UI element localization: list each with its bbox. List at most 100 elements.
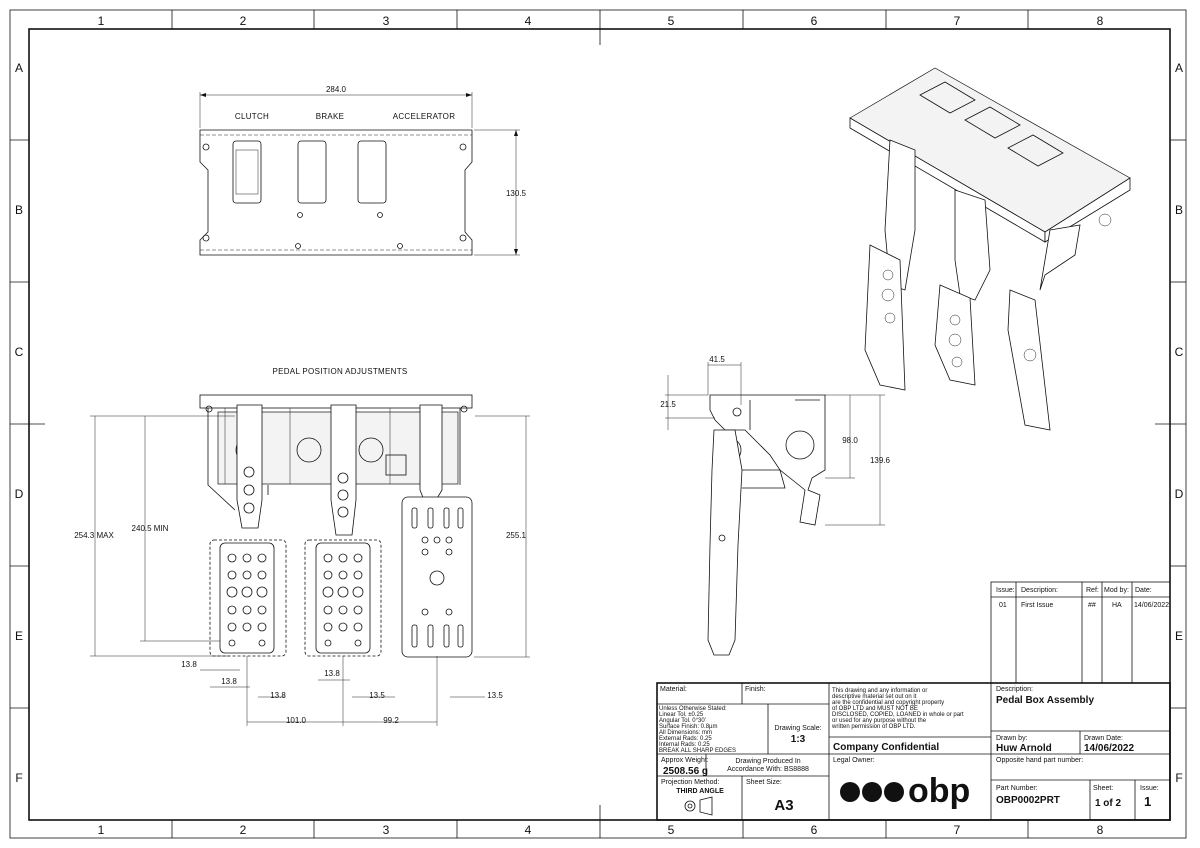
issue-value: 1 [1144, 794, 1151, 809]
rev-row-description: First Issue [1021, 602, 1053, 609]
title-block: Material: Finish: Unless Otherwise State… [656, 682, 1171, 821]
notice-line: or used for any purpose without the [832, 718, 927, 724]
zone-col-4-top: 4 [525, 14, 532, 28]
zone-row-d-right: D [1175, 487, 1184, 501]
rev-header-ref: Ref: [1086, 587, 1099, 594]
dim-side-left: 21.5 [660, 400, 676, 409]
sheet-size-label: Sheet Size: [746, 779, 782, 786]
isometric-view [849, 67, 1131, 431]
dim-clutch-brake-spacing: 101.0 [286, 716, 307, 725]
tolerance-line: BREAK ALL SHARP EDGES [659, 748, 736, 754]
zone-col-8-bottom: 8 [1097, 823, 1104, 837]
projection-label: Projection Method: [661, 779, 719, 786]
obp-logo: obp [840, 772, 970, 810]
brake-pedal-pad [304, 539, 382, 657]
notice-line: This drawing and any information or [832, 688, 927, 694]
dim-clutch-offset-3: 13.8 [270, 691, 286, 700]
sheet-label: Sheet: [1093, 785, 1113, 792]
opposite-hand-label: Opposite hand part number: [996, 757, 1083, 764]
weight-value: 2508.56 g [663, 766, 708, 777]
dim-brake-offset-2: 13.5 [369, 691, 385, 700]
zone-row-e-right: E [1175, 629, 1183, 643]
scale-label: Drawing Scale: [774, 725, 821, 732]
accelerator-pedal-pad [401, 496, 473, 658]
zone-row-a-left: A [15, 61, 23, 75]
top-view: 284.0 130.5 CLUTCH BRAKE ACCELERATOR [199, 85, 527, 256]
zone-row-e-left: E [15, 629, 23, 643]
zone-col-7-top: 7 [954, 14, 961, 28]
zone-col-4-bottom: 4 [525, 823, 532, 837]
dim-brake-accel-spacing: 99.2 [383, 716, 399, 725]
tolerance-line: Linear Tol. ±0.25 [659, 712, 704, 718]
notice-line: descriptive material set out on it [832, 694, 917, 700]
tolerance-line: Unless Otherwise Stated: [659, 706, 727, 712]
standard-line-1: Drawing Produced In [735, 758, 800, 765]
drawn-date-label: Drawn Date: [1084, 735, 1123, 742]
part-number-label: Part Number: [996, 785, 1038, 792]
zone-col-7-bottom: 7 [954, 823, 961, 837]
zone-row-f-right: F [1175, 771, 1182, 785]
logo-text: obp [908, 772, 970, 810]
zone-row-a-right: A [1175, 61, 1183, 75]
tolerance-line: Surface Finish: 0.8µm [659, 724, 717, 730]
zone-row-c-right: C [1175, 345, 1184, 359]
drawing-frame: 1 2 3 4 5 6 7 8 1 2 3 4 5 6 7 8 A B C D … [9, 9, 1187, 839]
notice-line: are the confidential and copyright prope… [832, 700, 944, 706]
dim-clutch-offset-2: 13.8 [221, 677, 237, 686]
notice-line: of OBP LTD and MUST NOT BE [832, 706, 918, 712]
drawn-by-value: Huw Arnold [996, 743, 1052, 754]
front-view: PEDAL POSITION ADJUSTMENTS [74, 367, 530, 726]
zone-col-3-bottom: 3 [383, 823, 390, 837]
dim-brake-offset-1: 13.8 [324, 669, 340, 678]
rev-row-date: 14/06/2022 [1134, 602, 1169, 609]
clutch-pedal-pad [209, 539, 287, 657]
projection-value: THIRD ANGLE [676, 788, 724, 795]
dim-max-height: 254.3 MAX [74, 531, 114, 540]
label-accelerator: ACCELERATOR [393, 112, 456, 121]
zone-row-b-left: B [15, 203, 23, 217]
standard-line-2: Accordance With: BS8888 [727, 766, 809, 773]
description-label: Description: [996, 686, 1033, 693]
dim-accel-height: 255.1 [506, 531, 527, 540]
zone-col-6-top: 6 [811, 14, 818, 28]
zone-col-8-top: 8 [1097, 14, 1104, 28]
zone-row-b-right: B [1175, 203, 1183, 217]
zone-col-5-top: 5 [668, 14, 675, 28]
dim-plate-height: 130.5 [506, 189, 527, 198]
zone-row-d-left: D [15, 487, 24, 501]
rev-header-date: Date: [1135, 587, 1152, 594]
side-view: 41.5 21.5 98.0 139.6 [660, 355, 891, 656]
tolerance-notes: Unless Otherwise Stated: Linear Tol. ±0.… [659, 706, 736, 754]
label-clutch: CLUTCH [235, 112, 269, 121]
confidential-notice: This drawing and any information or desc… [831, 688, 964, 730]
zone-col-1-top: 1 [98, 14, 105, 28]
third-angle-projection-icon [684, 796, 713, 816]
rev-row-mod-by: HA [1112, 602, 1122, 609]
issue-label: Issue: [1140, 785, 1159, 792]
zone-row-f-left: F [15, 771, 22, 785]
dim-side-right: 139.6 [870, 456, 891, 465]
zone-col-2-bottom: 2 [240, 823, 247, 837]
scale-value: 1:3 [791, 734, 806, 745]
zone-col-1-bottom: 1 [98, 823, 105, 837]
rev-header-description: Description: [1021, 587, 1058, 594]
tolerance-line: External Rads: 0.25 [659, 736, 712, 742]
zone-col-2-top: 2 [240, 14, 247, 28]
drawn-by-label: Drawn by: [996, 735, 1028, 742]
part-number-value: OBP0002PRT [996, 795, 1060, 806]
dim-overall-width: 284.0 [326, 85, 347, 94]
sheet-value: 1 of 2 [1095, 798, 1122, 809]
dim-clutch-offset-1: 13.8 [181, 660, 197, 669]
rev-row-ref: ## [1088, 602, 1096, 609]
company-confidential: Company Confidential [833, 742, 939, 753]
description-value: Pedal Box Assembly [996, 695, 1094, 706]
label-brake: BRAKE [316, 112, 345, 121]
zone-col-5-bottom: 5 [668, 823, 675, 837]
rev-header-issue: Issue: [996, 587, 1015, 594]
notice-line: written permission of OBP LTD. [831, 724, 916, 730]
rev-header-mod-by: Mod by: [1104, 587, 1129, 594]
material-label: Material: [660, 686, 687, 693]
sheet-size-value: A3 [774, 797, 793, 814]
front-view-title: PEDAL POSITION ADJUSTMENTS [272, 367, 407, 376]
